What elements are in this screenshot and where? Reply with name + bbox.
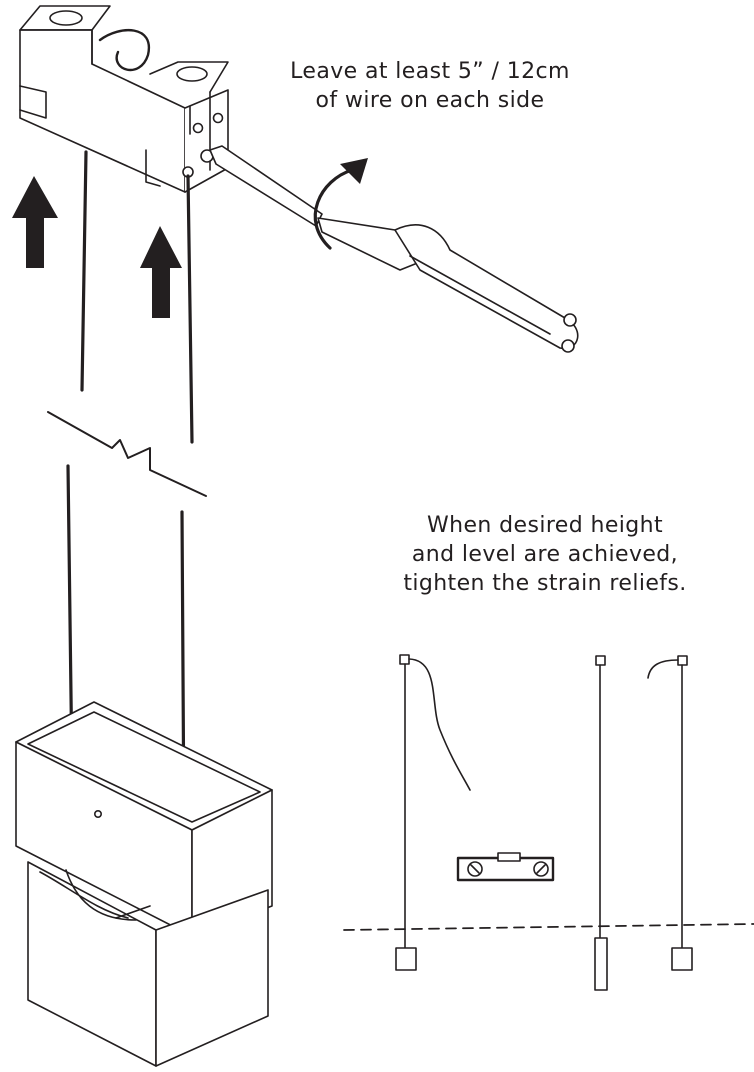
wire-length-instruction: Leave at least 5” / 12cm of wire on each… (220, 57, 640, 115)
ceiling-block (27, 861, 269, 1067)
strain-relief-instruction: When desired height and level are achiev… (340, 511, 750, 598)
suspension-wires-upper (80, 150, 194, 444)
junction-bracket (19, 5, 229, 193)
up-arrow-icon (140, 226, 182, 318)
caption-line: When desired height (426, 513, 664, 538)
up-arrow-icon (12, 176, 58, 268)
caption-line: of wire on each side (315, 88, 545, 113)
caption-line: tighten the strain reliefs. (403, 571, 687, 596)
spirit-level-icon (456, 852, 555, 882)
caption-line: and level are achieved, (411, 542, 679, 567)
level-diagram (343, 654, 754, 991)
caption-line: Leave at least 5” / 12cm (290, 59, 570, 84)
clockwise-rotate-icon (313, 158, 368, 250)
break-line (47, 411, 207, 497)
screwdriver (209, 145, 579, 353)
